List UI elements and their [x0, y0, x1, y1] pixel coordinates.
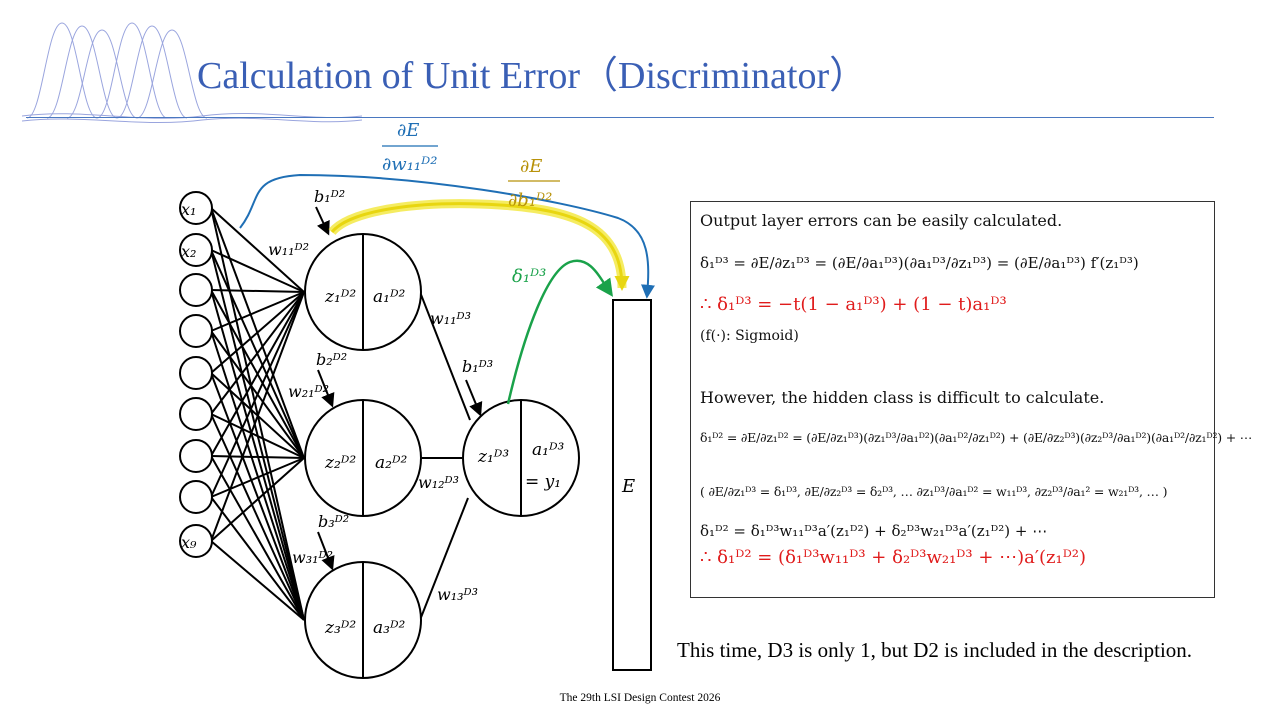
bias-b1-d3: b₁ᴰ³ — [462, 357, 493, 376]
grad-bias-num: ∂E — [520, 156, 542, 177]
hidden-output-connections — [419, 291, 471, 621]
partial-derivative-notes: ( ∂E/∂z₁ᴰ³ = δ₁ᴰ³, ∂E/∂z₂ᴰ³ = δ₂ᴰ³, … ∂z… — [700, 484, 1168, 499]
weight-w21-d2: w₂₁ᴰ² — [288, 382, 329, 401]
footer: The 29th LSI Design Contest 2026 — [559, 692, 721, 704]
input-node-2 — [179, 233, 213, 267]
label-x1: x₁ — [181, 200, 196, 219]
error-label: E — [621, 476, 635, 497]
hidden-delta-result: ∴ δ₁ᴰ² = (δ₁ᴰ³w₁₁ᴰ³ + δ₂ᴰ³w₂₁ᴰ³ + ⋯)a′(z… — [700, 547, 1087, 568]
delta1-d3-label: δ₁ᴰ³ — [512, 266, 546, 287]
input-node-3 — [179, 273, 213, 307]
wave-decoration — [22, 22, 362, 124]
network-diagram: x₁ x₂ x₉ z₁ᴰ² a₁ᴰ² z₂ᴰ² a₂ᴰ² z₃ᴰ² a₃ᴰ² z… — [179, 120, 655, 679]
grad-weight-den: ∂w₁₁ᴰ² — [382, 154, 437, 175]
hidden-delta-expanded: δ₁ᴰ² = δ₁ᴰ³w₁₁ᴰ³a′(z₁ᴰ²) + δ₂ᴰ³w₂₁ᴰ³a′(z… — [700, 522, 1048, 540]
z1-d2: z₁ᴰ² — [324, 287, 356, 307]
grad-weight-num: ∂E — [397, 120, 419, 141]
output-delta-formula: δ₁ᴰ³ = ∂E/∂z₁ᴰ³ = (∂E/∂a₁ᴰ³)(∂a₁ᴰ³/∂z₁ᴰ³… — [700, 254, 1139, 272]
input-node-5 — [179, 356, 213, 390]
z2-d2: z₂ᴰ² — [324, 453, 356, 473]
output-error-heading: Output layer errors can be easily calcul… — [700, 211, 1063, 230]
hidden-delta-formula: δ₁ᴰ² = ∂E/∂z₁ᴰ² = (∂E/∂z₁ᴰ³)(∂z₁ᴰ³/∂a₁ᴰ²… — [700, 430, 1253, 445]
a3-d2: a₃ᴰ² — [373, 618, 406, 638]
input-node-9 — [179, 524, 213, 558]
a1-d3: a₁ᴰ³ — [532, 440, 565, 460]
label-x2: x₂ — [181, 242, 196, 261]
input-node-4 — [179, 314, 213, 348]
sigmoid-note: (f(·): Sigmoid) — [700, 328, 799, 344]
z1-d3: z₁ᴰ³ — [477, 447, 509, 467]
a2-d2: a₂ᴰ² — [375, 453, 408, 473]
input-node-6 — [179, 397, 213, 431]
weight-w13-d3: w₁₃ᴰ³ — [437, 585, 478, 604]
explanation-box: Output layer errors can be easily calcul… — [690, 201, 1252, 598]
delta-arrow — [506, 259, 613, 405]
title-divider — [26, 117, 1214, 118]
bias-b1-d2: b₁ᴰ² — [314, 187, 345, 206]
grad-weight-arrow — [239, 173, 655, 299]
bottom-note: This time, D3 is only 1, but D2 is inclu… — [677, 638, 1193, 662]
input-node-7 — [179, 439, 213, 473]
label-x9: x₉ — [181, 533, 197, 552]
input-hidden-connections — [210, 207, 305, 621]
a1-d2: a₁ᴰ² — [373, 287, 406, 307]
output-delta-result: ∴ δ₁ᴰ³ = −t(1 − a₁ᴰ³) + (1 − t)a₁ᴰ³ — [700, 294, 1007, 315]
hidden-error-heading: However, the hidden class is difficult t… — [700, 388, 1105, 407]
grad-bias-den: ∂b₁ᴰ² — [508, 190, 552, 211]
page-title: Calculation of Unit Error（Discriminator） — [197, 55, 868, 97]
bias-b3-d2: b₃ᴰ² — [318, 512, 349, 531]
bias-b2-d2: b₂ᴰ² — [316, 350, 347, 369]
weight-w11-d2: w₁₁ᴰ² — [268, 240, 309, 259]
weight-w12-d3: w₁₂ᴰ³ — [418, 473, 459, 492]
error-box — [612, 299, 652, 671]
z3-d2: z₃ᴰ² — [324, 618, 356, 638]
weight-w31-d2: w₃₁ᴰ² — [292, 548, 333, 567]
weight-w11-d3: w₁₁ᴰ³ — [430, 309, 471, 328]
input-node-1 — [179, 191, 213, 225]
eq-y1: = y₁ — [525, 472, 561, 492]
input-node-8 — [179, 480, 213, 514]
